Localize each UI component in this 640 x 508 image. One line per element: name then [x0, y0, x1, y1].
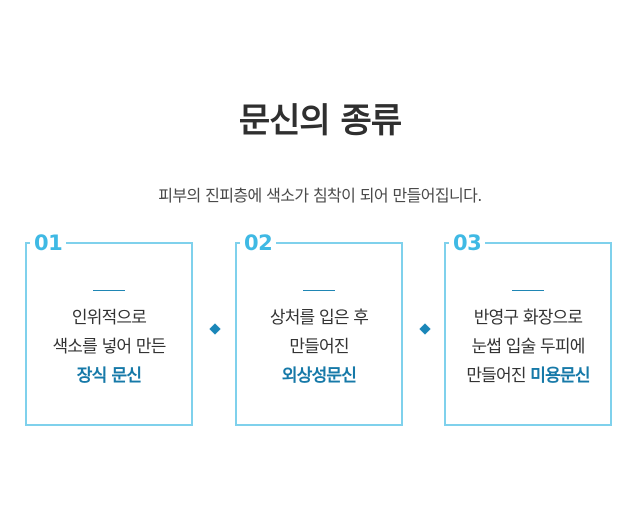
- card-accent-label: 장식 문신: [76, 366, 142, 386]
- diamond-connector-icon: [209, 323, 221, 335]
- page-title: 문신의 종류: [238, 100, 402, 141]
- card-number: 02: [240, 230, 277, 256]
- card-line: 만들어진: [289, 337, 349, 357]
- card-divider: [303, 290, 335, 291]
- card-line-plain: 만들어진: [466, 366, 531, 386]
- card-line: 상처를 입은 후: [269, 308, 369, 328]
- card-line: 장식 문신: [27, 362, 191, 391]
- tattoo-type-card-3: 03 반영구 화장으로 눈썹 입술 두피에 만들어진 미용문신: [444, 230, 612, 426]
- tattoo-type-card-2: 02 상처를 입은 후 만들어진 외상성문신: [235, 230, 403, 426]
- card-description: 반영구 화장으로 눈썹 입술 두피에 만들어진 미용문신: [446, 304, 610, 391]
- card-description: 상처를 입은 후 만들어진 외상성문신: [237, 304, 401, 391]
- diamond-connector-icon: [419, 323, 431, 335]
- card-number: 01: [30, 230, 67, 256]
- tattoo-type-card-1: 01 인위적으로 색소를 넣어 만든 장식 문신: [25, 230, 193, 426]
- card-divider: [93, 290, 125, 291]
- card-line: 인위적으로: [71, 308, 147, 328]
- card-accent-label: 미용문신: [530, 366, 590, 386]
- card-number: 03: [449, 230, 486, 256]
- card-line: 반영구 화장으로: [473, 308, 583, 328]
- card-description: 인위적으로 색소를 넣어 만든 장식 문신: [27, 304, 191, 391]
- card-line: 색소를 넣어 만든: [52, 337, 166, 357]
- card-divider: [512, 290, 544, 291]
- card-line: 외상성문신: [237, 362, 401, 391]
- card-line: 만들어진 미용문신: [446, 362, 610, 391]
- card-accent-label: 외상성문신: [281, 366, 357, 386]
- card-line: 눈썹 입술 두피에: [471, 337, 585, 357]
- page-subtitle: 피부의 진피층에 색소가 침착이 되어 만들어집니다.: [158, 186, 482, 205]
